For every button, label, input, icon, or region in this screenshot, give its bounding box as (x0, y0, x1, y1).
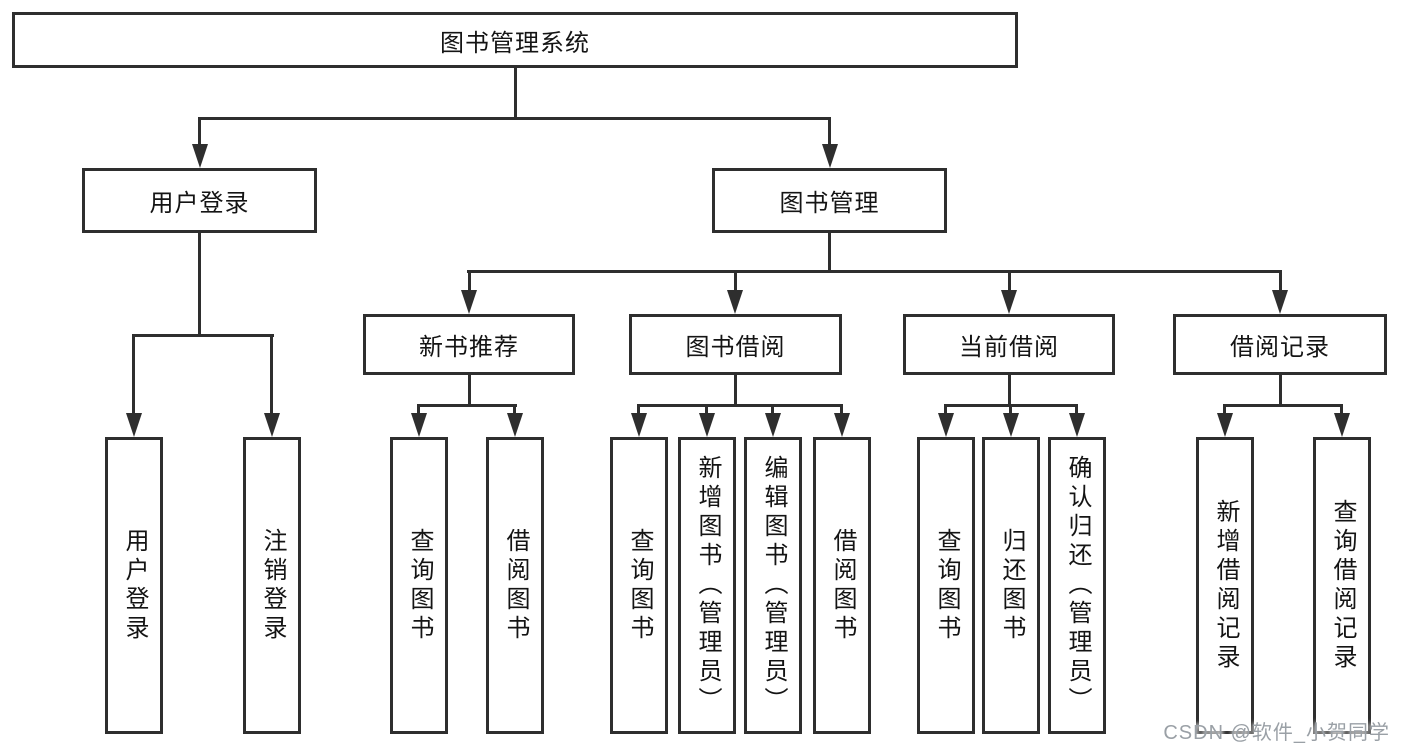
connector-v (734, 375, 737, 407)
leaf-label: 查询图书 (406, 527, 433, 644)
leaf-user-login: 用户登录 (105, 437, 163, 734)
arrowhead-down (411, 413, 427, 437)
connector-v (828, 233, 831, 273)
connector-v (1340, 404, 1343, 415)
connector-v (270, 334, 273, 415)
node-label: 用户登录 (149, 190, 250, 217)
node-label: 借阅记录 (1230, 334, 1330, 361)
node-label: 图书借阅 (685, 334, 786, 361)
arrowhead-down (1272, 290, 1288, 314)
leaf-label: 查询图书 (933, 527, 960, 644)
node-book-management: 图书管理 (712, 168, 947, 233)
arrowhead-down (1217, 413, 1233, 437)
arrowhead-down (1334, 413, 1350, 437)
node-current-borrow: 当前借阅 (903, 314, 1115, 375)
node-book-borrow: 图书借阅 (629, 314, 842, 375)
connector-h (467, 270, 1281, 273)
connector-v (1008, 270, 1011, 292)
connector-v (468, 375, 471, 407)
arrowhead-down (126, 413, 142, 437)
leaf-label: 新增借阅记录 (1212, 498, 1239, 673)
leaf-label: 查询图书 (626, 527, 653, 644)
leaf-borrow-book-recommend: 借阅图书 (486, 437, 544, 734)
connector-v (637, 404, 640, 415)
connector-v (417, 404, 420, 415)
arrowhead-down (264, 413, 280, 437)
connector-v (828, 117, 831, 146)
node-label: 新书推荐 (419, 334, 519, 361)
connector-v (944, 404, 947, 415)
connector-v (705, 404, 708, 415)
connector-v (1223, 404, 1226, 415)
leaf-label: 归还图书 (998, 527, 1025, 644)
connector-v (198, 233, 201, 337)
node-borrow-records: 借阅记录 (1173, 314, 1387, 375)
leaf-label: 查询借阅记录 (1329, 498, 1356, 673)
node-new-book-recommend: 新书推荐 (363, 314, 575, 375)
leaf-query-book-borrow: 查询图书 (610, 437, 668, 734)
leaf-label: 用户登录 (121, 527, 148, 644)
leaf-add-borrow-record: 新增借阅记录 (1196, 437, 1254, 734)
connector-v (198, 117, 201, 146)
leaf-label: 借阅图书 (502, 527, 529, 644)
leaf-add-book-admin: 新增图书（管理员） (678, 437, 736, 734)
arrowhead-down (1003, 413, 1019, 437)
arrowhead-down (1001, 290, 1017, 314)
arrowhead-down (192, 144, 208, 168)
connector-h (132, 334, 274, 337)
connector-v (771, 404, 774, 415)
csdn-watermark: CSDN @软件_小贺同学 (1163, 722, 1390, 744)
connector-v (734, 270, 737, 292)
connector-v (514, 68, 517, 120)
leaf-query-book-current: 查询图书 (917, 437, 975, 734)
node-library-system: 图书管理系统 (12, 12, 1018, 68)
leaf-label: 新增图书（管理员） (694, 455, 721, 716)
leaf-label: 确认归还（管理员） (1064, 455, 1091, 716)
node-label: 当前借阅 (959, 334, 1059, 361)
arrowhead-down (507, 413, 523, 437)
connector-h (417, 404, 517, 407)
connector-v (1279, 375, 1282, 407)
leaf-edit-book-admin: 编辑图书（管理员） (744, 437, 802, 734)
connector-v (1279, 270, 1282, 292)
connector-v (1008, 375, 1011, 407)
arrowhead-down (461, 290, 477, 314)
leaf-query-book-recommend: 查询图书 (390, 437, 448, 734)
connector-h (198, 117, 831, 120)
arrowhead-down (727, 290, 743, 314)
node-user-login: 用户登录 (82, 168, 317, 233)
leaf-return-book: 归还图书 (982, 437, 1040, 734)
arrowhead-down (699, 413, 715, 437)
arrowhead-down (1069, 413, 1085, 437)
arrowhead-down (631, 413, 647, 437)
connector-v (132, 334, 135, 415)
connector-v (840, 404, 843, 415)
connector-v (513, 404, 516, 415)
arrowhead-down (822, 144, 838, 168)
leaf-borrow-book: 借阅图书 (813, 437, 871, 734)
leaf-label: 注销登录 (259, 527, 286, 644)
leaf-label: 编辑图书（管理员） (760, 455, 787, 716)
leaf-query-borrow-record: 查询借阅记录 (1313, 437, 1371, 734)
leaf-confirm-return-admin: 确认归还（管理员） (1048, 437, 1106, 734)
leaf-label: 借阅图书 (829, 527, 856, 644)
connector-h (1223, 404, 1343, 407)
node-label: 图书管理 (779, 190, 880, 217)
connector-v (468, 270, 471, 292)
arrowhead-down (834, 413, 850, 437)
node-label: 图书管理系统 (440, 29, 590, 57)
connector-h (637, 404, 843, 407)
leaf-logout: 注销登录 (243, 437, 301, 734)
connector-v (1075, 404, 1078, 415)
arrowhead-down (938, 413, 954, 437)
arrowhead-down (765, 413, 781, 437)
connector-v (1009, 404, 1012, 415)
